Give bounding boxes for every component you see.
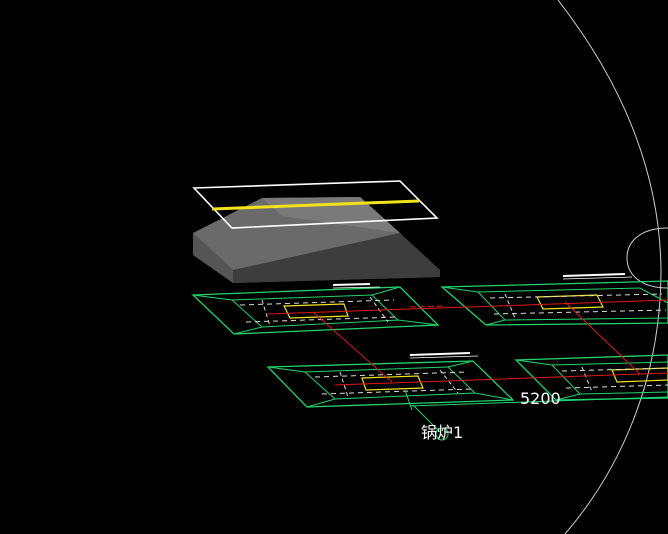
- equipment-label-text: 锅炉1: [421, 423, 463, 442]
- label-marker-icon: [435, 427, 449, 441]
- dimension-tick: [404, 389, 413, 411]
- pit-outline-a[interactable]: [191, 283, 440, 335]
- axis-lines: [267, 299, 668, 386]
- selected-plane[interactable]: [192, 180, 439, 229]
- plane-highlight-line: [211, 199, 420, 211]
- plane-frame: [192, 180, 439, 229]
- leader-line: [412, 404, 441, 433]
- dimension-line: [409, 396, 668, 407]
- pit-outline-c[interactable]: [266, 352, 515, 408]
- solid-left-face: [193, 233, 233, 283]
- dimension-5200[interactable]: 5200: [404, 389, 668, 411]
- orbit-arc: [557, 0, 662, 534]
- orbit-small-arc: [626, 227, 668, 289]
- pit-outline-b[interactable]: [440, 273, 668, 326]
- orbit-guide: [557, 0, 668, 534]
- dimension-text: 5200: [520, 389, 561, 408]
- solid-right-face: [233, 233, 440, 283]
- pit-outline-d[interactable]: [514, 354, 668, 401]
- equipment-label[interactable]: 锅炉1: [412, 404, 463, 442]
- foundation-solid[interactable]: [193, 197, 440, 283]
